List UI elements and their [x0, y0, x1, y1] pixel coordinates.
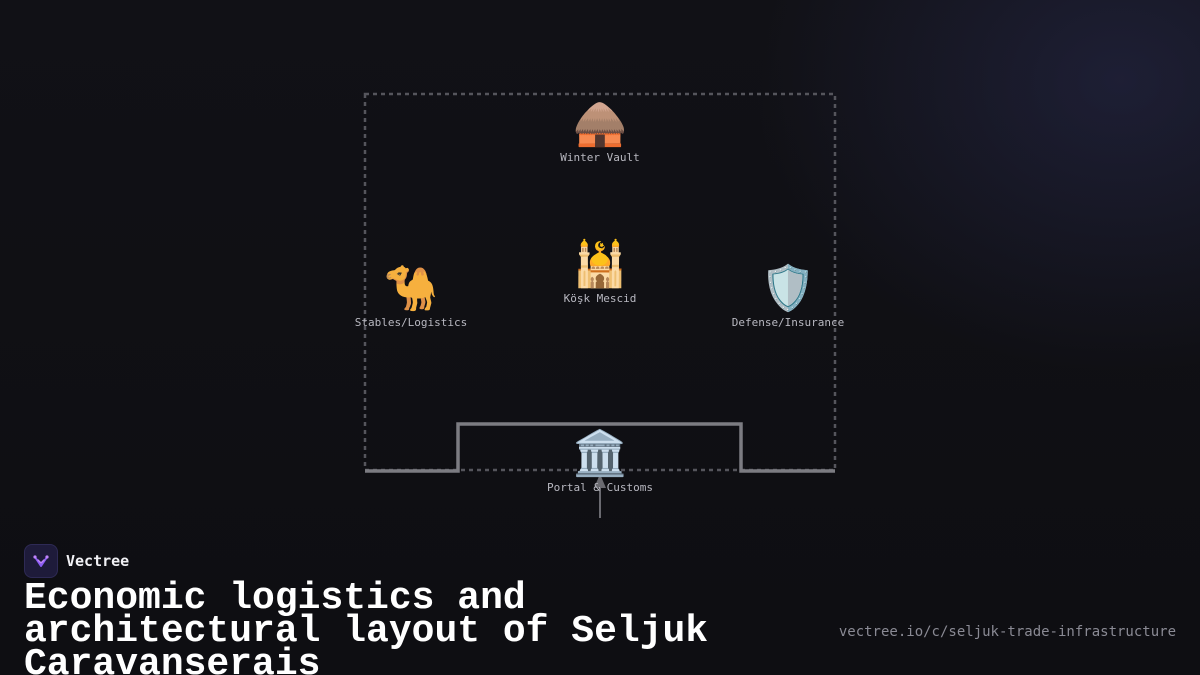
node-portal: 🏛️ Portal & Customs — [547, 428, 653, 495]
mosque-icon: 🕌 — [572, 239, 628, 290]
page-title: Economic logistics and architectural lay… — [24, 577, 709, 675]
node-defense: 🛡️ Defense/Insurance — [731, 263, 845, 330]
brand-name: Vectree — [66, 552, 130, 570]
brand[interactable]: Vectree — [24, 544, 129, 578]
node-winter-vault: 🛖 Winter Vault — [560, 98, 640, 165]
node-label-stables: Stables/Logistics — [354, 316, 468, 329]
vectree-logo-glyph — [33, 555, 49, 567]
source-url[interactable]: vectree.io/c/seljuk-trade-infrastructure — [838, 624, 1176, 640]
node-label-winter-vault: Winter Vault — [560, 151, 640, 164]
classical-building-icon: 🏛️ — [572, 428, 628, 479]
entry-arrow-head — [594, 474, 606, 488]
node-stables: 🐪 Stables/Logistics — [354, 263, 468, 330]
shield-icon: 🛡️ — [760, 263, 816, 314]
node-label-kosk-mescid: Köşk Mescid — [563, 292, 637, 305]
yurt-icon: 🛖 — [572, 98, 628, 149]
node-label-portal: Portal & Customs — [547, 481, 653, 494]
vectree-logo-icon — [24, 544, 58, 578]
node-label-defense: Defense/Insurance — [731, 316, 845, 329]
node-kosk-mescid: 🕌 Köşk Mescid — [563, 239, 637, 306]
portal-wall — [365, 422, 835, 473]
camel-icon: 🐪 — [383, 263, 439, 314]
courtyard-boundary — [363, 92, 837, 472]
